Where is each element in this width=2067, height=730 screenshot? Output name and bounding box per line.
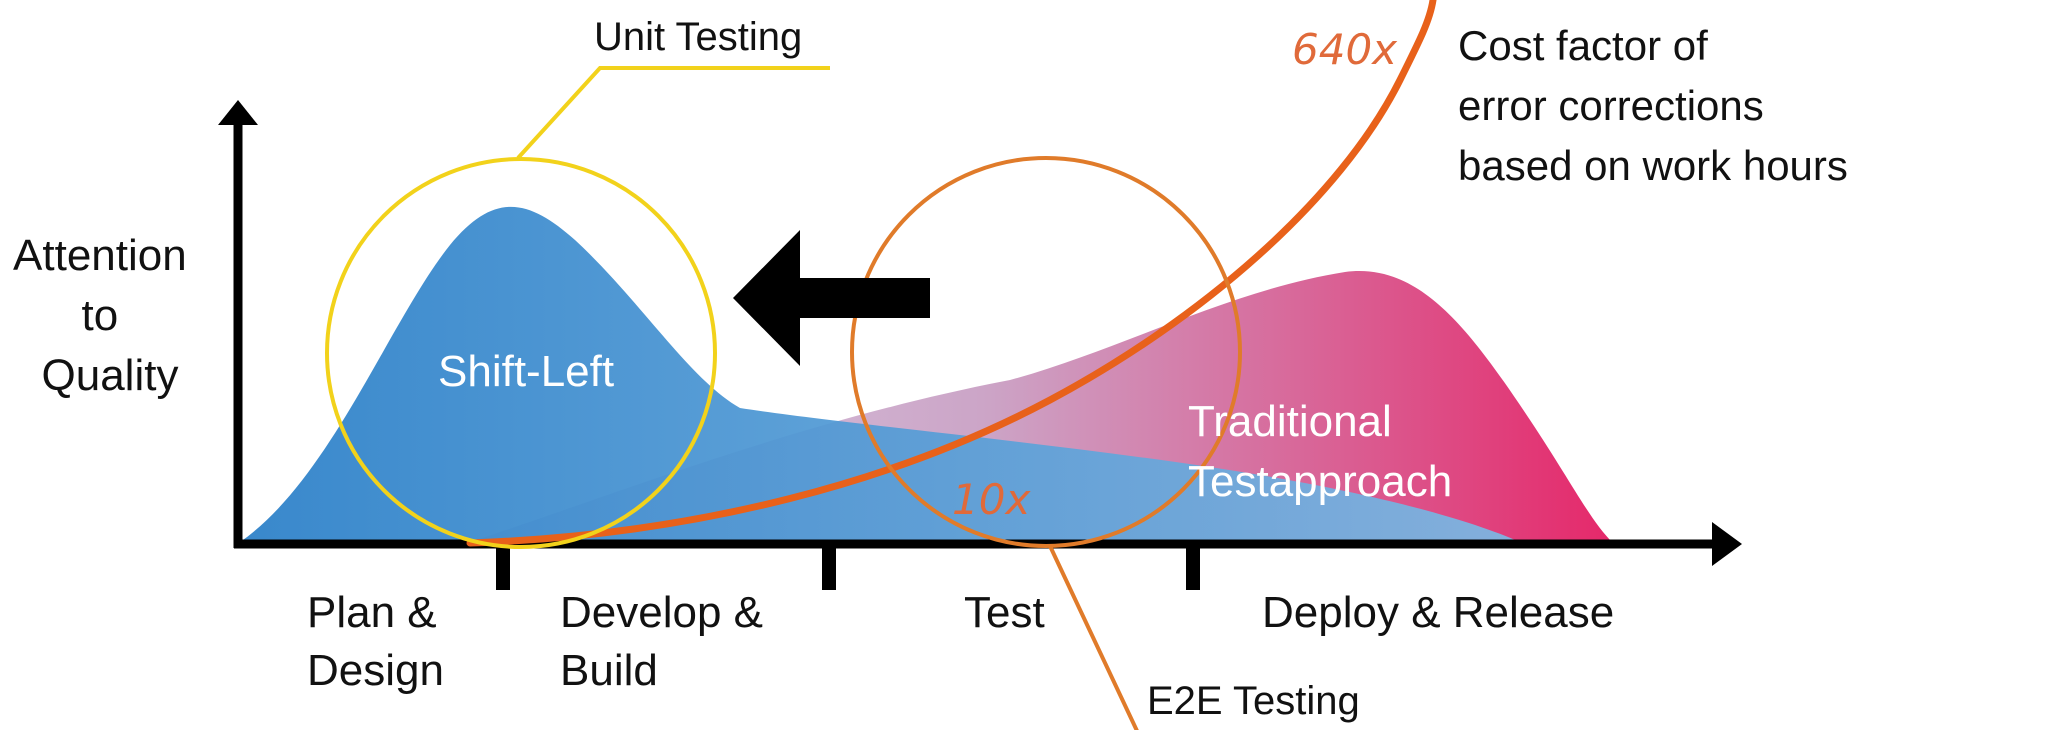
y-axis-arrowhead	[218, 100, 258, 125]
unit-testing-circle	[325, 157, 717, 549]
shift-left-label: Shift-Left	[438, 347, 614, 396]
phase-tick-1	[496, 544, 510, 590]
y-axis-label: Attention to Quality	[13, 231, 199, 400]
phase-label-deploy: Deploy & Release	[1262, 588, 1614, 637]
cost-factor-high: 640x	[1292, 25, 1398, 74]
unit-testing-label: Unit Testing	[594, 15, 802, 59]
phase-tick-3	[1186, 544, 1200, 590]
e2e-testing-circle	[850, 156, 1242, 548]
traditional-label: Traditional Testapproach	[1188, 397, 1452, 506]
phase-label-test: Test	[964, 588, 1045, 637]
e2e-testing-label: E2E Testing	[1147, 679, 1360, 723]
unit-testing-leader	[516, 66, 830, 160]
phase-tick-2	[822, 544, 836, 590]
cost-factor-curve	[466, 0, 1437, 547]
cost-factor-description: Cost factor of error corrections based o…	[1458, 22, 1848, 189]
shift-left-curve-area	[240, 206, 1520, 542]
cost-factor-low: 10x	[952, 475, 1031, 524]
e2e-testing-leader	[1048, 545, 1139, 730]
left-arrow-icon	[733, 230, 930, 366]
phase-label-develop: Develop & Build	[560, 588, 775, 695]
phase-label-plan: Plan & Design	[307, 588, 449, 695]
x-axis-arrowhead	[1712, 522, 1742, 566]
